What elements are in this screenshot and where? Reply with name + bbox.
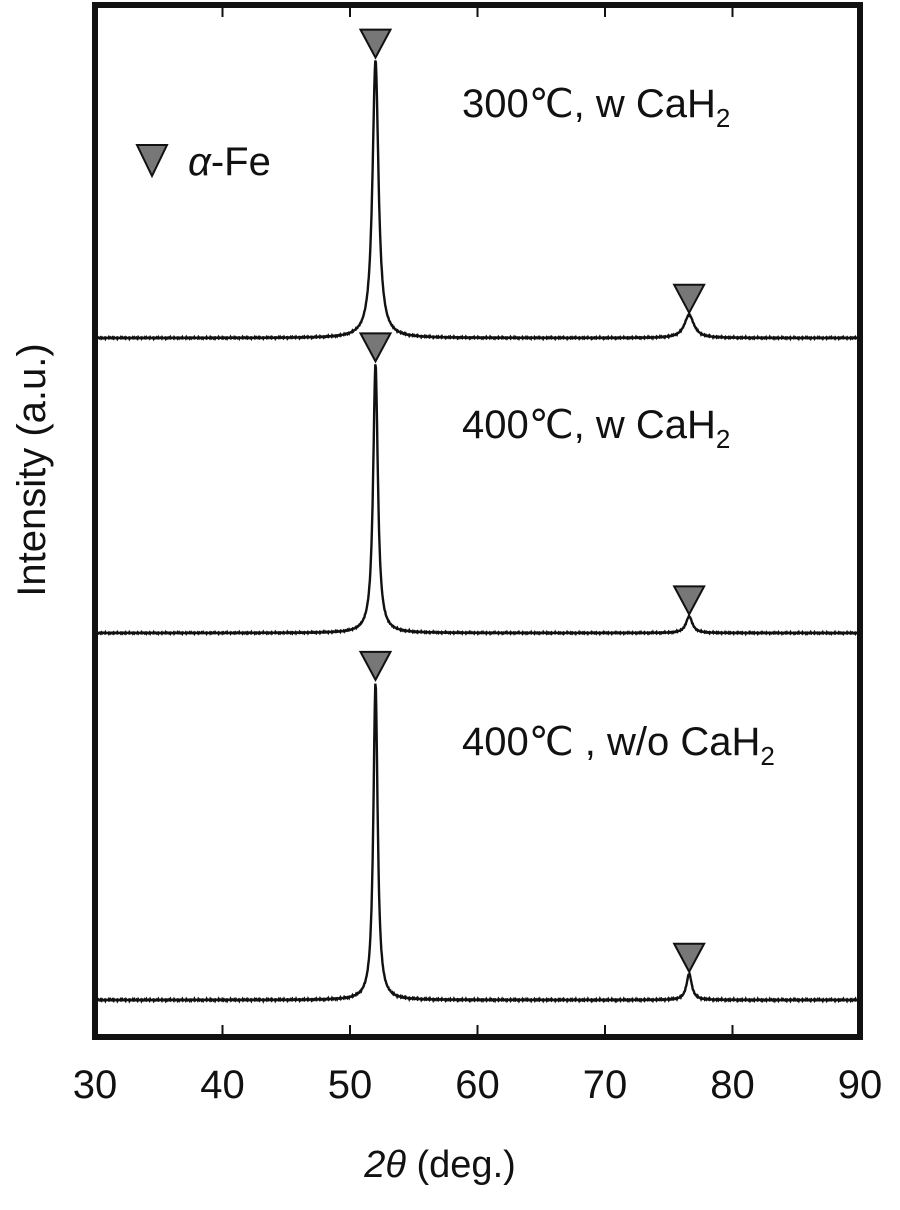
- series-label: 400℃, w CaH2: [462, 403, 730, 454]
- peak-markers: [358, 28, 706, 974]
- alpha-fe-marker-icon: [358, 650, 393, 682]
- alpha-fe-marker-icon: [358, 332, 393, 364]
- traces: [94, 60, 861, 1004]
- xrd-trace: [94, 364, 861, 637]
- legend: α-Fe: [135, 140, 271, 184]
- series-label-text: 400℃, w CaH: [462, 403, 716, 447]
- xrd-trace: [94, 60, 861, 342]
- x-tick-label: 50: [328, 1063, 373, 1107]
- alpha-fe-marker-icon: [672, 585, 706, 617]
- legend-label: α-Fe: [188, 140, 271, 184]
- x-tick-label: 40: [200, 1063, 245, 1107]
- alpha-fe-marker-icon: [358, 28, 393, 60]
- x-tick-label: 30: [73, 1063, 118, 1107]
- series-label: 300℃, w CaH2: [462, 82, 730, 133]
- x-tick-label: 60: [455, 1063, 500, 1107]
- series-label: 400℃ , w/o CaH2: [462, 720, 775, 771]
- x-axis-ticks: 30 40 50 60 70 80 90: [73, 5, 883, 1107]
- x-axis-label-text: (deg.): [406, 1144, 516, 1186]
- x-tick-label: 70: [583, 1063, 628, 1107]
- y-axis-label: Intensity (a.u.): [10, 343, 54, 596]
- xrd-trace: [94, 683, 861, 1004]
- alpha-fe-marker-icon: [672, 283, 706, 315]
- legend-label-text: -Fe: [211, 140, 271, 184]
- alpha-fe-marker-icon: [672, 942, 706, 974]
- x-tick-label: 80: [710, 1063, 755, 1107]
- x-axis-label-symbol: 2θ: [363, 1144, 406, 1186]
- legend-triangle-icon: [135, 144, 169, 179]
- legend-label-symbol: α: [188, 140, 212, 184]
- x-tick-label: 90: [838, 1063, 883, 1107]
- series-label-subscript: 2: [760, 741, 774, 771]
- series-label-text: 400℃ , w/o CaH: [462, 720, 760, 764]
- series-label-subscript: 2: [716, 103, 730, 133]
- series-label-subscript: 2: [716, 424, 730, 454]
- series-label-text: 300℃, w CaH: [462, 82, 716, 126]
- x-axis-label: 2θ (deg.): [363, 1144, 516, 1186]
